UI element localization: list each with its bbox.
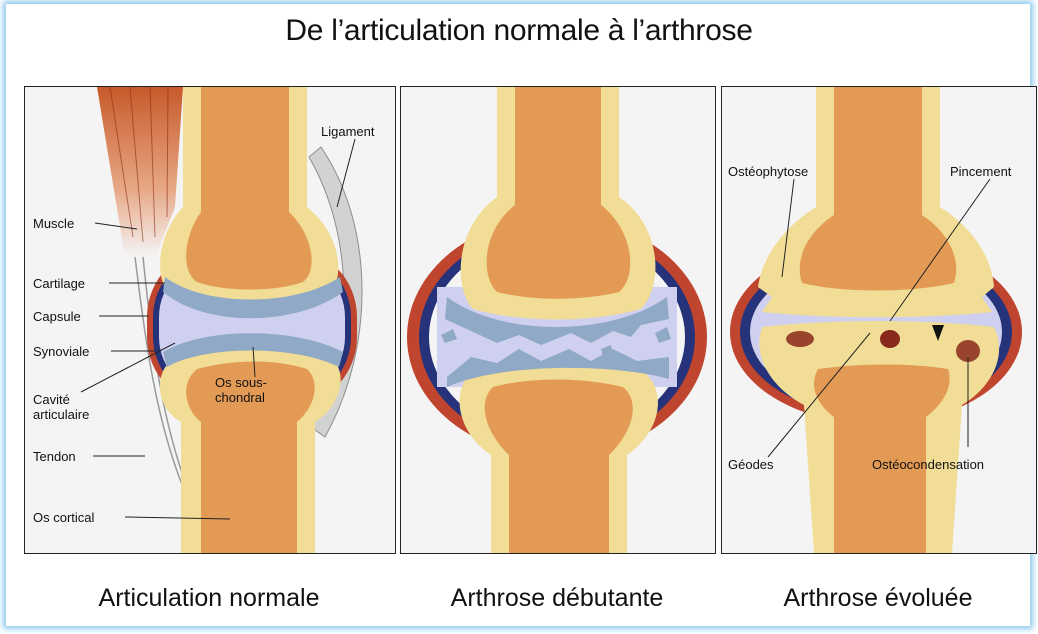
geode-shape <box>786 331 814 347</box>
label-cavite-line2: articulaire <box>33 407 89 422</box>
panel-normal-joint: Ligament Muscle Cartilage Capsule Synovi… <box>24 86 396 554</box>
early-arthrosis-illustration <box>401 87 715 553</box>
caption-normal: Articulation normale <box>24 584 394 613</box>
figure-title: De l’articulation normale à l’arthrose <box>0 14 1038 48</box>
label-osteophytose: Ostéophytose <box>728 164 808 179</box>
label-tendon: Tendon <box>33 449 76 464</box>
label-cartilage: Cartilage <box>33 276 85 291</box>
caption-advanced: Arthrose évoluée <box>721 584 1035 613</box>
label-os-sous-chondral-line1: Os sous- <box>215 375 267 390</box>
label-geodes: Géodes <box>728 457 774 472</box>
geode-shape <box>880 330 900 348</box>
label-capsule: Capsule <box>33 309 81 324</box>
label-synoviale: Synoviale <box>33 344 89 359</box>
label-cavite-line1: Cavité <box>33 392 70 407</box>
panel-advanced-arthrosis: Ostéophytose Pincement Géodes Ostéoconde… <box>721 86 1037 554</box>
panel-early-arthrosis <box>400 86 716 554</box>
advanced-arthrosis-illustration <box>722 87 1036 553</box>
label-pincement: Pincement <box>950 164 1011 179</box>
label-osteocondensation: Ostéocondensation <box>872 457 984 472</box>
caption-early: Arthrose débutante <box>400 584 714 613</box>
label-os-cortical: Os cortical <box>33 510 94 525</box>
label-ligament: Ligament <box>321 124 374 139</box>
label-muscle: Muscle <box>33 216 74 231</box>
label-os-sous-chondral-line2: chondral <box>215 390 265 405</box>
